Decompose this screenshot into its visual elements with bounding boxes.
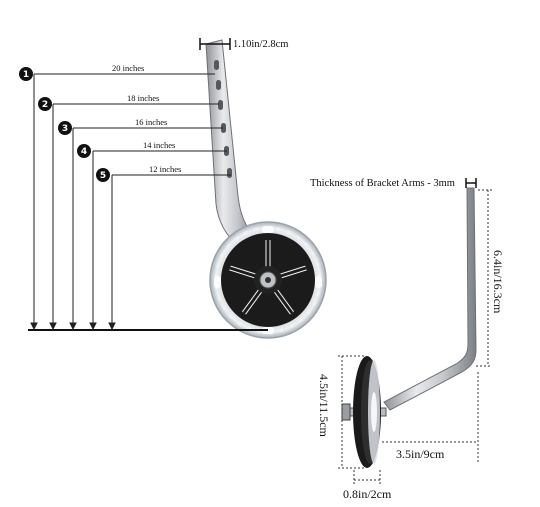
bracket-width-label: 1.10in/2.8cm	[233, 39, 288, 50]
reach-dimension	[382, 372, 479, 462]
wheel-width-dimension	[353, 470, 381, 484]
label-20-inches: 20 inches	[112, 63, 144, 73]
wheel-diameter-dimension	[338, 355, 366, 469]
wheel-width-label: 0.8in/2cm	[343, 487, 392, 501]
marker-3: 3	[58, 121, 72, 135]
arm-height-dimension	[476, 189, 492, 367]
width-measurements	[33, 73, 231, 328]
label-14-inches: 14 inches	[143, 140, 175, 150]
left-bracket-assembly	[205, 39, 327, 339]
marker-4: 4	[77, 144, 91, 158]
marker-2-number: 2	[42, 100, 48, 110]
reach-label: 3.5in/9cm	[396, 447, 445, 461]
thickness-dimension	[465, 178, 477, 188]
label-12-inches: 12 inches	[149, 164, 181, 174]
wheel-diameter-label: 4.5in/11.5cm	[317, 374, 331, 438]
right-wheel	[353, 356, 381, 468]
left-wheel	[209, 221, 327, 339]
marker-2: 2	[38, 97, 52, 111]
marker-1: 1	[19, 67, 33, 81]
arm-height-label: 6.4in/16.3cm	[491, 250, 505, 314]
thickness-label: Thickness of Bracket Arms - 3mm	[310, 178, 455, 189]
marker-3-number: 3	[62, 124, 68, 134]
marker-1-number: 1	[23, 70, 29, 80]
label-16-inches: 16 inches	[135, 117, 167, 127]
marker-5: 5	[96, 168, 110, 182]
marker-4-number: 4	[81, 147, 87, 157]
label-18-inches: 18 inches	[127, 93, 159, 103]
bracket-width-dimension	[199, 38, 231, 50]
marker-5-number: 5	[100, 171, 106, 181]
right-bracket-assembly	[341, 187, 477, 468]
